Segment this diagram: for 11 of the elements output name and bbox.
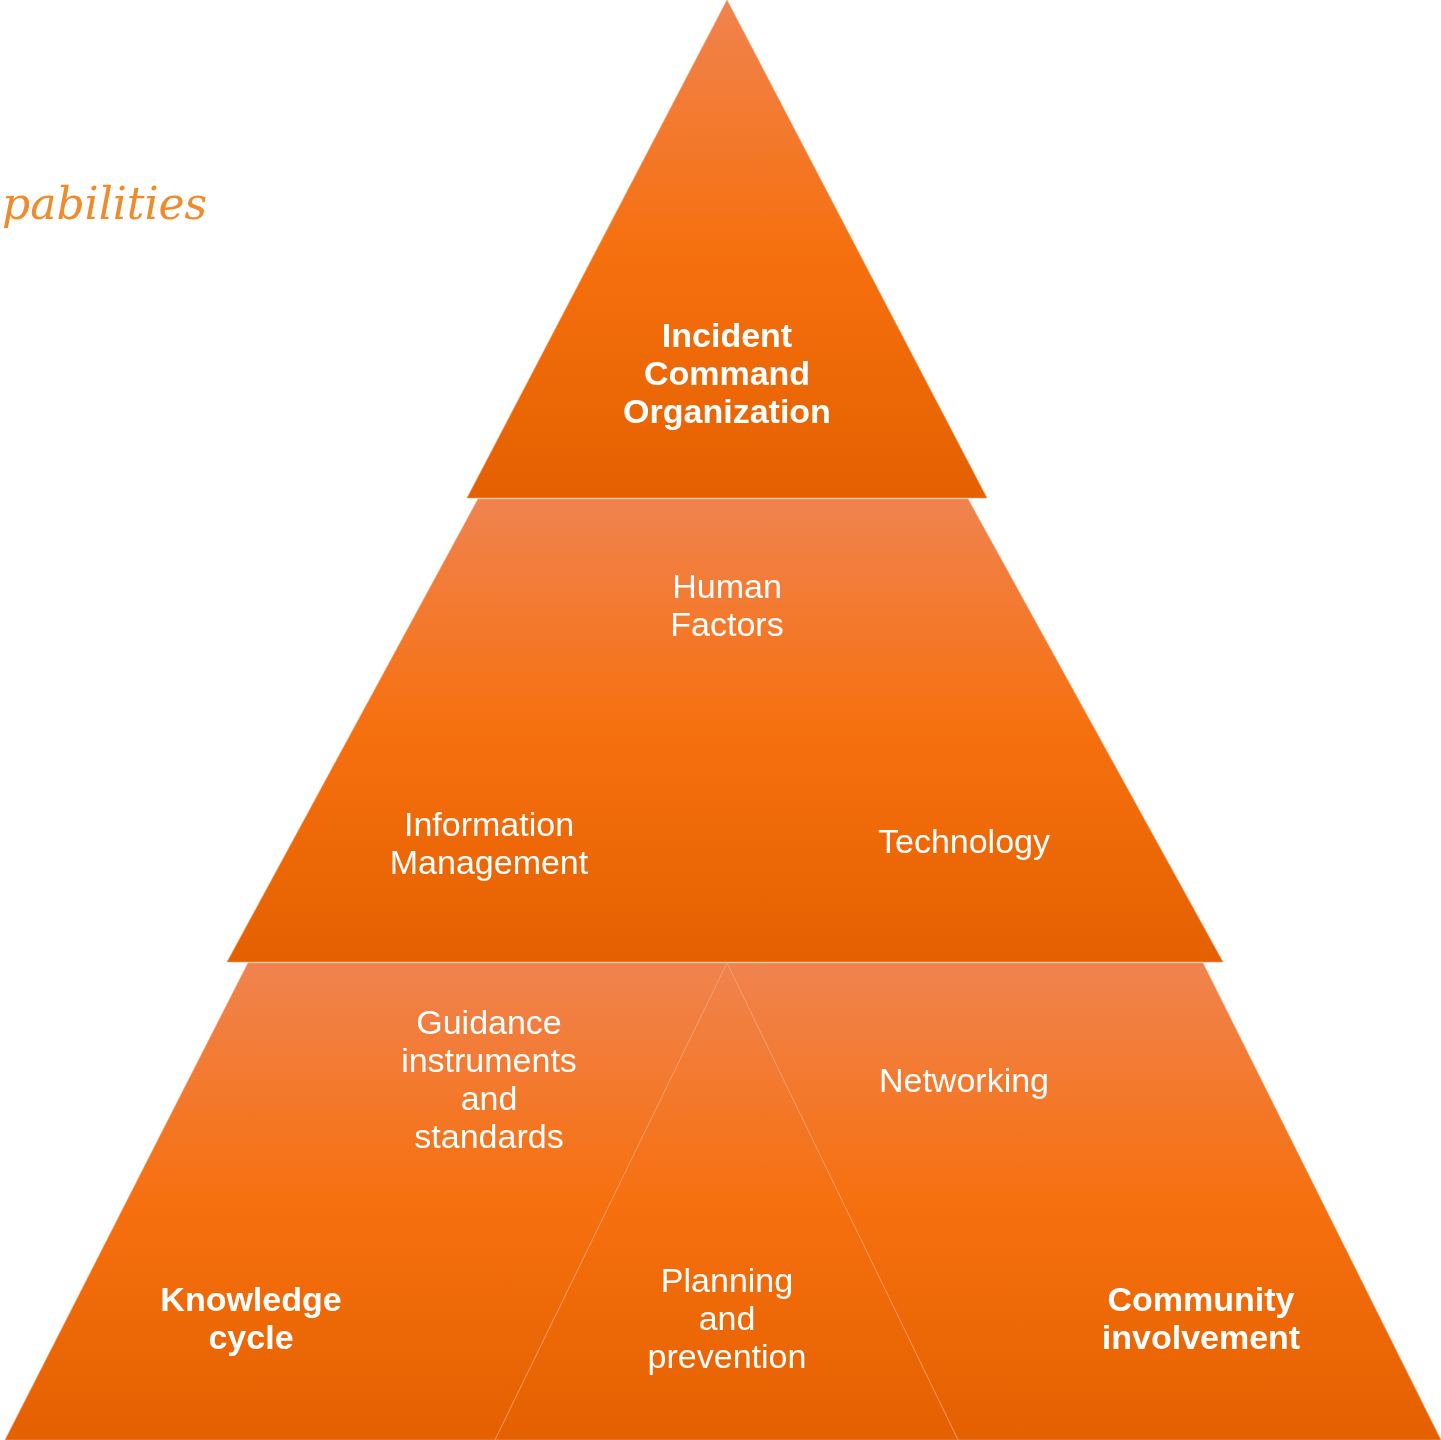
- segment-label: Networking: [877, 1061, 1051, 1099]
- segment-label: Knowledge cycle: [159, 1280, 343, 1356]
- segment-label: Community involvement: [1100, 1280, 1302, 1356]
- segment-label: Human Factors: [669, 567, 785, 643]
- segment-label: Incident Command Organization: [622, 316, 832, 430]
- segment-label: Technology: [877, 822, 1051, 860]
- diagram-title: pabilities: [2, 178, 208, 229]
- segment-label: Guidance instruments and standards: [400, 1003, 578, 1155]
- segment-label: Planning and prevention: [646, 1261, 808, 1375]
- triangle-tier: [467, 0, 987, 498]
- segment-label: Information Management: [388, 805, 590, 881]
